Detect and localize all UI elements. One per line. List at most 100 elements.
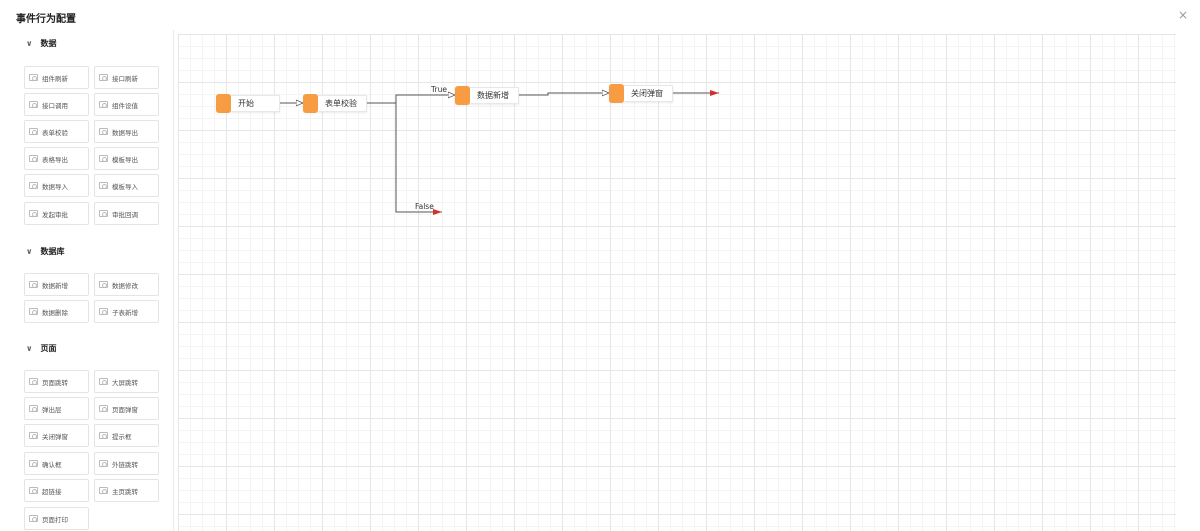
action-item-label: 数据修改 [112,281,138,290]
node-badge [609,84,624,103]
action-item[interactable]: 表格导出 [24,147,89,170]
action-item-label: 数据导出 [112,128,138,137]
action-item[interactable]: 子表新增 [94,300,159,323]
action-item-label: 关闭弹窗 [42,432,68,441]
action-item-label: 发起审批 [42,210,68,219]
action-item-label: 外链跳转 [112,460,138,469]
eye-icon [99,182,108,189]
action-item[interactable]: 页面跳转 [24,370,89,393]
node-label: 数据新增 [477,91,509,100]
action-item[interactable]: 超链接 [24,479,89,502]
action-item-label: 弹出层 [42,405,62,414]
flow-canvas[interactable] [178,34,1176,531]
group-title-label: 页面 [40,344,57,353]
chevron-down-icon: ∨ [26,344,33,353]
action-item-label: 组件刷新 [42,74,68,83]
action-item[interactable]: 接口调用 [24,93,89,116]
node-label: 关闭弹窗 [631,89,663,98]
action-item[interactable]: 组件刷新 [24,66,89,89]
action-item[interactable]: 模板导入 [94,174,159,197]
action-item-label: 接口刷新 [112,74,138,83]
close-icon[interactable]: × [1177,8,1188,22]
action-item[interactable]: 组件设值 [94,93,159,116]
action-item[interactable]: 审批回调 [94,202,159,225]
eye-icon [99,210,108,217]
node-label: 表单校验 [325,99,357,108]
action-item-label: 数据删除 [42,308,68,317]
action-item[interactable]: 页面弹窗 [94,397,159,420]
eye-icon [99,378,108,385]
action-item-label: 模板导出 [112,155,138,164]
action-item-label: 组件设值 [112,101,138,110]
action-item-label: 子表新增 [112,308,138,317]
eye-icon [99,487,108,494]
action-item[interactable]: 主页跳转 [94,479,159,502]
eye-icon [29,101,38,108]
action-item[interactable]: 外链跳转 [94,452,159,475]
node-badge [303,94,318,113]
flow-node-start[interactable]: 开始 [216,94,280,113]
eye-icon [99,308,108,315]
chevron-down-icon: ∨ [26,39,33,48]
action-item-label: 超链接 [42,487,62,496]
eye-icon [29,281,38,288]
group-page-title[interactable]: ∨ 页面 [26,343,57,354]
eye-icon [99,128,108,135]
eye-icon [29,460,38,467]
action-item-label: 数据新增 [42,281,68,290]
action-item[interactable]: 数据导入 [24,174,89,197]
action-item[interactable]: 表单校验 [24,120,89,143]
action-item-label: 数据导入 [42,182,68,191]
eye-icon [29,128,38,135]
action-item-label: 提示框 [112,432,132,441]
action-item-label: 表格导出 [42,155,68,164]
action-item[interactable]: 接口刷新 [94,66,159,89]
group-title-label: 数据库 [40,247,65,256]
action-item[interactable]: 数据导出 [94,120,159,143]
action-item[interactable]: 弹出层 [24,397,89,420]
action-item-label: 大屏跳转 [112,378,138,387]
action-item-label: 确认框 [42,460,62,469]
action-item-label: 页面跳转 [42,378,68,387]
eye-icon [99,432,108,439]
action-item[interactable]: 确认框 [24,452,89,475]
node-label: 开始 [238,99,254,108]
chevron-down-icon: ∨ [26,247,33,256]
action-item[interactable]: 数据新增 [24,273,89,296]
edge-label-true: True [431,85,447,94]
eye-icon [99,101,108,108]
eye-icon [99,74,108,81]
flow-node-data-insert[interactable]: 数据新增 [455,86,519,105]
group-title-label: 数据 [40,39,57,48]
action-item-label: 表单校验 [42,128,68,137]
flow-node-close-popup[interactable]: 关闭弹窗 [609,84,673,103]
eye-icon [29,74,38,81]
eye-icon [99,405,108,412]
action-item-label: 主页跳转 [112,487,138,496]
action-item[interactable]: 模板导出 [94,147,159,170]
action-item[interactable]: 页面打印 [24,507,89,530]
group-data-title[interactable]: ∨ 数据 [26,38,57,49]
eye-icon [29,155,38,162]
action-item[interactable]: 数据删除 [24,300,89,323]
action-item-label: 页面弹窗 [112,405,138,414]
eye-icon [29,210,38,217]
group-database-title[interactable]: ∨ 数据库 [26,246,65,257]
action-item[interactable]: 提示框 [94,424,159,447]
eye-icon [29,405,38,412]
action-item[interactable]: 数据修改 [94,273,159,296]
eye-icon [99,155,108,162]
eye-icon [29,432,38,439]
eye-icon [29,378,38,385]
action-item[interactable]: 大屏跳转 [94,370,159,393]
action-sidebar: ∨ 数据 组件刷新 接口刷新 接口调用 组件设值 表单校验 数据导出 表格导出 … [0,30,174,531]
node-badge [216,94,231,113]
eye-icon [29,308,38,315]
action-item-label: 页面打印 [42,515,68,524]
flow-node-form-validate[interactable]: 表单校验 [303,94,367,113]
action-item[interactable]: 关闭弹窗 [24,424,89,447]
dialog-title: 事件行为配置 [16,14,76,25]
action-item[interactable]: 发起审批 [24,202,89,225]
action-item-label: 审批回调 [112,210,138,219]
